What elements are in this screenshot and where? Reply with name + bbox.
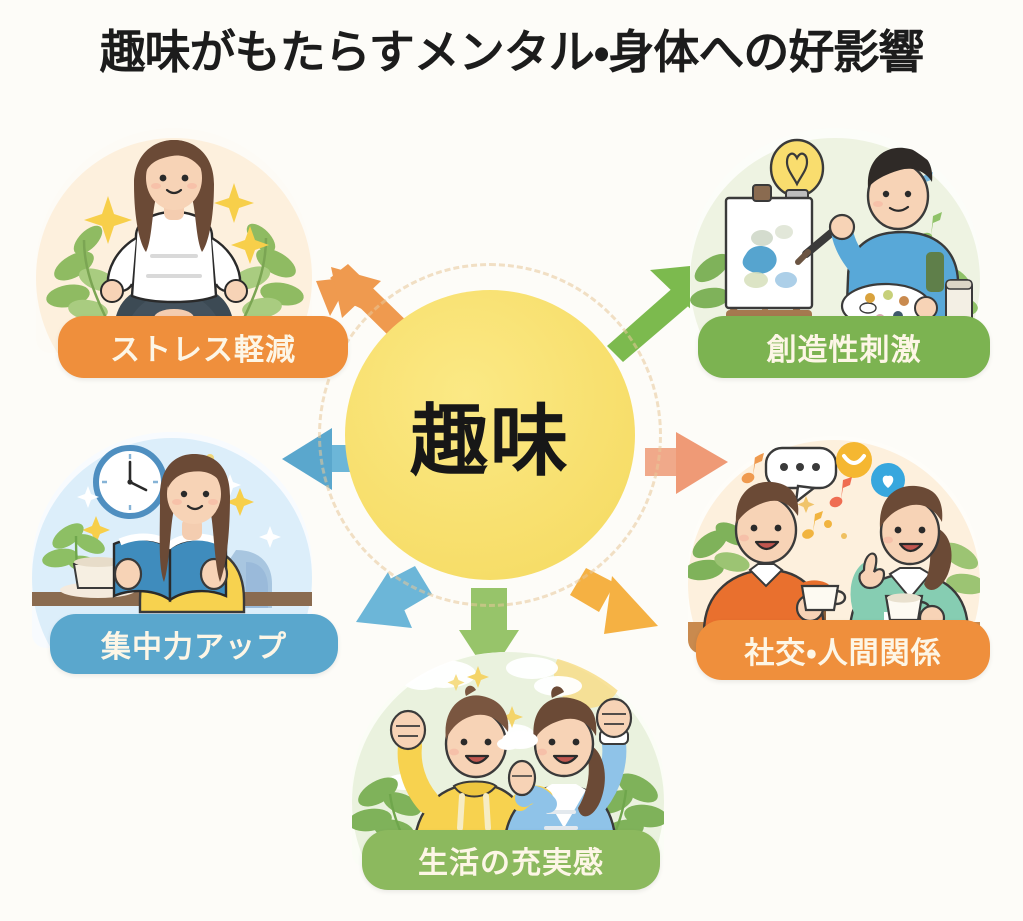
music-note-icon <box>829 477 852 508</box>
badge-label: 社交・人間関係 <box>744 637 942 670</box>
illustration-celebrating-couple <box>352 652 664 867</box>
raised-fist <box>595 697 633 739</box>
badge-label: 集中力アップ <box>101 631 287 664</box>
badge-label: 創造性刺激 <box>766 334 922 367</box>
illustration-woman-reading <box>32 432 312 648</box>
badge-focus-boost[interactable]: 集中力アップ <box>50 614 338 674</box>
center-node: 趣味 <box>345 290 635 580</box>
badge-life-fulfillment[interactable]: 生活の充実感 <box>362 830 660 890</box>
badge-label: ストレス軽減 <box>110 334 296 367</box>
badge-stress-reduction[interactable]: ストレス軽減 <box>58 316 348 378</box>
sparkle-icon <box>84 183 269 264</box>
illustration-two-people-chatting <box>688 436 980 654</box>
clock-icon <box>93 445 167 519</box>
center-label: 趣味 <box>409 397 570 485</box>
badge-creativity[interactable]: 創造性刺激 <box>698 316 990 378</box>
heart-icon <box>871 463 905 497</box>
badge-label: 生活の充実感 <box>418 847 604 880</box>
speech-bubble-icon <box>764 446 838 505</box>
music-note-icon <box>802 511 823 539</box>
smiley-icon <box>836 442 872 478</box>
center-dashed-ring <box>318 263 662 607</box>
page-title: 趣味がもたらすメンタル・身体への好影響 <box>99 26 925 78</box>
raised-fist <box>389 709 427 751</box>
illustration-meditating-woman <box>36 128 312 353</box>
music-note-icon <box>741 453 764 484</box>
badge-social-relationships[interactable]: 社交・人間関係 <box>696 620 990 680</box>
